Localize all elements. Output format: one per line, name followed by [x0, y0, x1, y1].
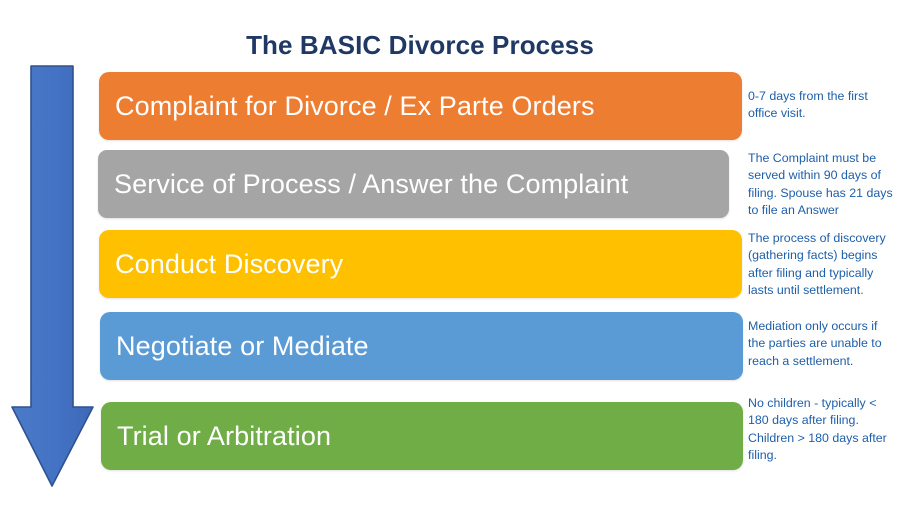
- stage-box-service-of-process[interactable]: Service of Process / Answer the Complain…: [98, 150, 729, 218]
- stage-label: Negotiate or Mediate: [116, 331, 369, 361]
- stage-box-trial-or-arbitration[interactable]: Trial or Arbitration: [101, 402, 743, 470]
- stage-note: No children - typically < 180 days after…: [748, 396, 887, 463]
- stage-label: Service of Process / Answer the Complain…: [114, 169, 629, 199]
- stage-note: 0-7 days from the first office visit.: [748, 89, 868, 121]
- stage-box-negotiate-or-mediate[interactable]: Negotiate or Mediate: [100, 312, 743, 380]
- stage-note: Mediation only occurs if the parties are…: [748, 319, 882, 368]
- stage-label: Conduct Discovery: [115, 249, 344, 279]
- stage-box-conduct-discovery[interactable]: Conduct Discovery: [99, 230, 742, 298]
- stage-note: The Complaint must be served within 90 d…: [748, 151, 893, 218]
- down-arrow-icon: [10, 62, 96, 492]
- stage-label: Complaint for Divorce / Ex Parte Orders: [115, 91, 595, 121]
- stage-note: The process of discovery (gathering fact…: [748, 231, 886, 298]
- page-title: The BASIC Divorce Process: [246, 30, 594, 60]
- stage-box-complaint[interactable]: Complaint for Divorce / Ex Parte Orders: [99, 72, 742, 140]
- stage-label: Trial or Arbitration: [117, 421, 332, 451]
